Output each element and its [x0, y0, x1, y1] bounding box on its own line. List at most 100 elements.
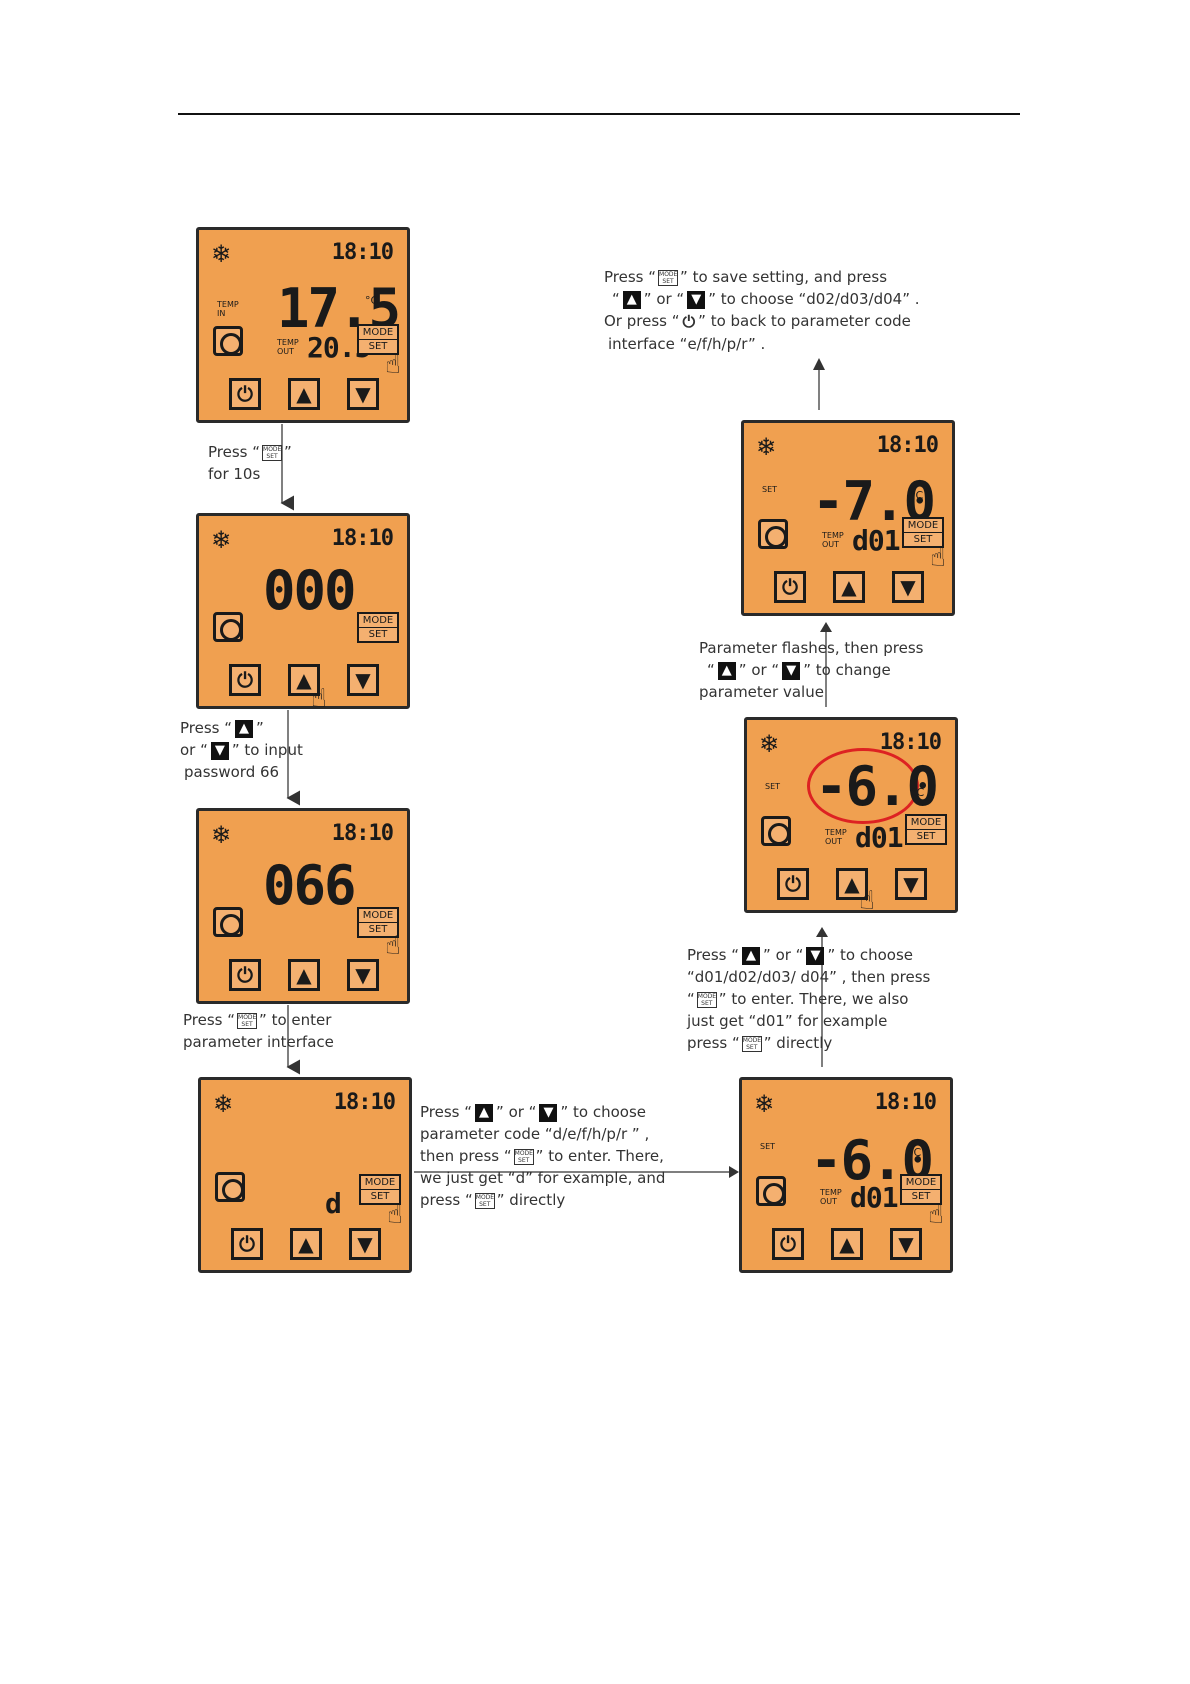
snowflake-icon: ❄ [759, 730, 780, 758]
set-indicator: SET [760, 1142, 776, 1151]
timer-icon[interactable] [213, 326, 243, 356]
pointing-hand-icon: ☝ [930, 543, 946, 573]
caption-text: for 10s [208, 465, 261, 483]
button-row: ⏻ ▲ ▼ [231, 1228, 381, 1260]
caption-text: ” to change [803, 661, 891, 679]
timer-icon[interactable] [756, 1176, 786, 1206]
pointing-hand-icon: ☝ [311, 684, 327, 714]
snowflake-icon: ❄ [754, 1090, 775, 1118]
set-indicator: SET [765, 782, 781, 791]
caption-text: ” [284, 443, 292, 461]
up-arrow-icon: ▲ [235, 719, 254, 738]
caption-text: Or press “ [604, 312, 680, 330]
down-arrow-icon: ▼ [539, 1103, 558, 1122]
up-arrow-icon[interactable]: ▲ [833, 571, 865, 603]
mode-set-button[interactable]: MODE SET [357, 907, 399, 938]
caption-text: parameter value [699, 683, 824, 701]
timer-icon[interactable] [761, 816, 791, 846]
caption-text: ” to enter [259, 1011, 332, 1029]
caption-text: “d01/d02/d03/ d04” , then press [687, 968, 931, 986]
up-arrow-icon[interactable]: ▲ [836, 868, 868, 900]
main-readout: 066 [263, 854, 357, 917]
caption-text: “ [687, 990, 695, 1008]
snowflake-icon: ❄ [756, 433, 777, 461]
caption-step-4: Press “▲” or “▼” to choose parameter cod… [420, 1101, 665, 1211]
power-icon[interactable]: ⏻ [229, 959, 261, 991]
main-readout: d [325, 1187, 342, 1220]
mode-set-button[interactable]: MODE SET [902, 517, 944, 548]
clock-readout: 18:10 [331, 821, 394, 846]
clock-readout: 18:10 [876, 433, 939, 458]
down-arrow-icon[interactable]: ▼ [347, 664, 379, 696]
main-readout: 000 [263, 559, 357, 622]
button-row: ⏻ ▲ ▼ [774, 571, 924, 603]
caption-text: “ [612, 290, 620, 308]
up-arrow-icon[interactable]: ▲ [288, 378, 320, 410]
clock-readout: 18:10 [879, 730, 942, 755]
caption-text: ” to enter. There, [535, 1147, 664, 1165]
down-arrow-icon[interactable]: ▼ [347, 959, 379, 991]
up-arrow-icon[interactable]: ▲ [290, 1228, 322, 1260]
arrow-6-to-7-head [820, 622, 832, 632]
down-arrow-icon: ▼ [210, 741, 229, 760]
mode-label: MODE [362, 910, 394, 921]
mode-set-button[interactable]: MODE SET [357, 612, 399, 643]
up-arrow-icon[interactable]: ▲ [831, 1228, 863, 1260]
caption-text: or “ [180, 741, 208, 759]
mode-label: MODE [905, 1177, 937, 1188]
caption-text: then press “ [420, 1147, 512, 1165]
mode-set-button[interactable]: MODE SET [357, 324, 399, 355]
power-icon[interactable]: ⏻ [777, 868, 809, 900]
sub-readout: d01 [855, 821, 904, 854]
set-indicator: SET [762, 485, 778, 494]
caption-text: ” directly [763, 1034, 833, 1052]
caption-text: ” to input [231, 741, 303, 759]
power-icon[interactable]: ⏻ [774, 571, 806, 603]
caption-text: ” directly [496, 1191, 566, 1209]
up-arrow-icon[interactable]: ▲ [288, 664, 320, 696]
mode-set-button[interactable]: MODE SET [900, 1174, 942, 1205]
mode-set-button[interactable]: MODE SET [359, 1174, 401, 1205]
up-arrow-icon[interactable]: ▲ [288, 959, 320, 991]
power-icon[interactable]: ⏻ [229, 664, 261, 696]
caption-step-5: Press “▲” or “▼” to choose “d01/d02/d03/… [687, 944, 930, 1054]
caption-text: Press “ [180, 719, 233, 737]
power-icon[interactable]: ⏻ [229, 378, 261, 410]
down-arrow-icon[interactable]: ▼ [895, 868, 927, 900]
mode-set-button[interactable]: MODE SET [905, 814, 947, 845]
pointing-hand-icon: ☝ [385, 350, 401, 380]
set-label: SET [359, 922, 397, 936]
arrow-7-up-head [813, 358, 825, 370]
power-icon[interactable]: ⏻ [231, 1228, 263, 1260]
arrow-5-to-6-head [816, 927, 828, 937]
timer-icon[interactable] [215, 1172, 245, 1202]
caption-text: Press “ [183, 1011, 236, 1029]
pointing-hand-icon: ☝ [928, 1200, 944, 1230]
down-arrow-icon[interactable]: ▼ [890, 1228, 922, 1260]
pointing-hand-icon: ☝ [385, 931, 401, 961]
caption-text: parameter interface [183, 1033, 334, 1051]
caption-step-2: Press “▲” or “▼” to input password 66 [180, 717, 303, 783]
unit-label: °C [908, 1146, 922, 1159]
clock-readout: 18:10 [331, 240, 394, 265]
timer-icon[interactable] [213, 612, 243, 642]
down-arrow-icon[interactable]: ▼ [349, 1228, 381, 1260]
down-arrow-icon[interactable]: ▼ [347, 378, 379, 410]
pointing-hand-icon: ☝ [859, 886, 875, 916]
down-arrow-icon[interactable]: ▼ [892, 571, 924, 603]
clock-readout: 18:10 [333, 1090, 396, 1115]
timer-icon[interactable] [758, 519, 788, 549]
caption-text: Parameter flashes, then press [699, 639, 924, 657]
power-icon[interactable]: ⏻ [772, 1228, 804, 1260]
snowflake-icon: ❄ [211, 240, 232, 268]
timer-icon[interactable] [213, 907, 243, 937]
